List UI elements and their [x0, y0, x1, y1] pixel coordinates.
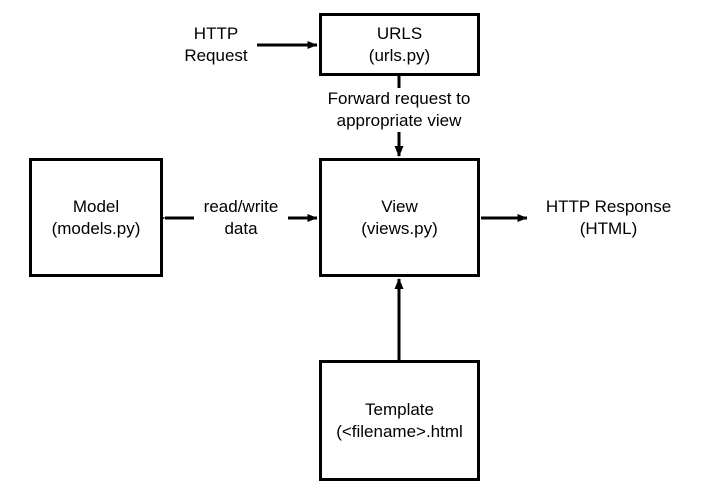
- node-model[interactable]: Model (models.py): [29, 158, 163, 277]
- node-view-filename: (views.py): [361, 218, 438, 238]
- node-template-filename: (<filename>.html: [336, 421, 463, 441]
- node-model-title: Model: [72, 196, 120, 216]
- label-forward-request-line2: appropriate view: [336, 110, 462, 130]
- node-urls-filename: (urls.py): [368, 45, 431, 65]
- label-http-request: HTTP Request: [166, 23, 266, 67]
- label-forward-request: Forward request to appropriate view: [313, 88, 485, 132]
- node-template[interactable]: Template (<filename>.html: [319, 360, 480, 481]
- node-urls-title: URLS: [376, 23, 423, 43]
- label-forward-request-line1: Forward request to: [327, 89, 471, 108]
- label-http-response-line1: HTTP Response: [545, 197, 672, 216]
- node-template-title: Template: [365, 399, 434, 419]
- node-view-title: View: [381, 196, 418, 216]
- label-http-request-line2: Request: [184, 45, 248, 65]
- node-view[interactable]: View (views.py): [319, 158, 480, 277]
- node-urls[interactable]: URLS (urls.py): [319, 13, 480, 76]
- node-model-filename: (models.py): [51, 218, 141, 238]
- label-read-write-data-line2: data: [224, 218, 258, 238]
- label-http-request-line1: HTTP: [193, 24, 239, 43]
- label-http-response: HTTP Response (HTML): [531, 196, 686, 240]
- label-read-write-data-line1: read/write: [203, 197, 279, 216]
- label-http-response-line2: (HTML): [579, 218, 638, 238]
- label-read-write-data: read/write data: [194, 196, 288, 240]
